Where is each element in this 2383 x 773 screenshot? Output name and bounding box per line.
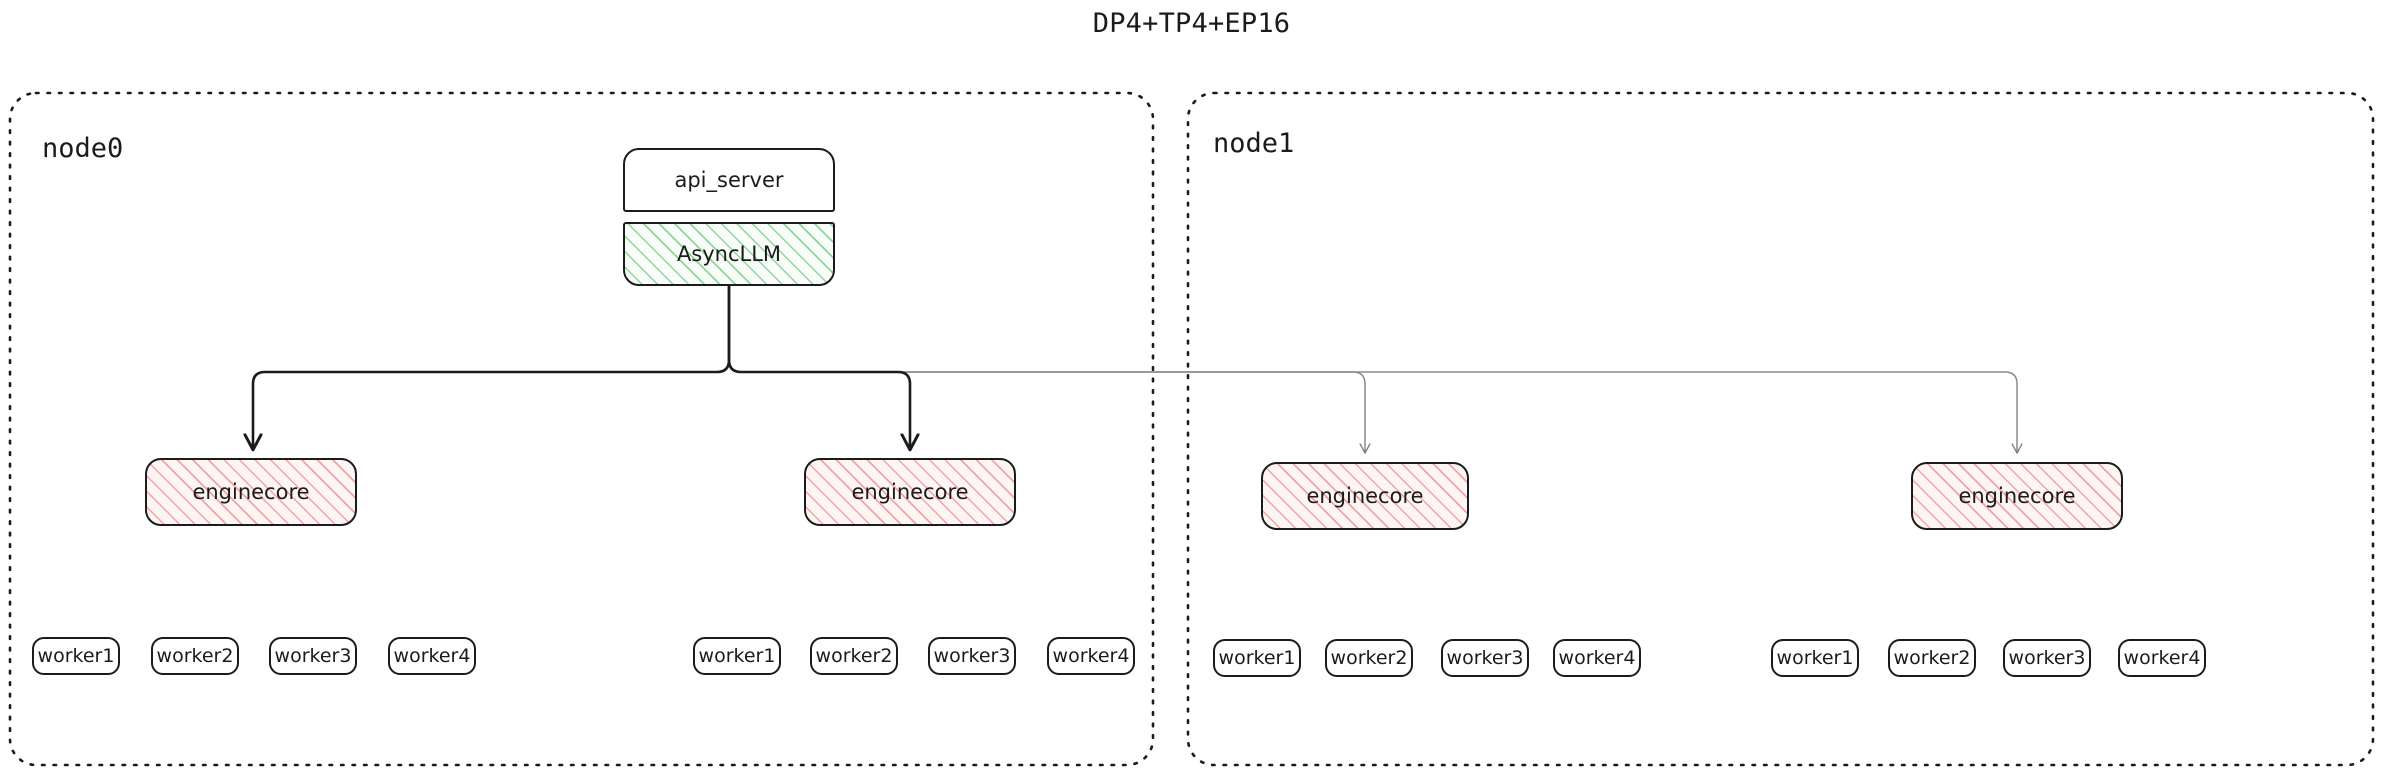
edge-async-to-enginecore-0	[253, 284, 731, 448]
node-worker-g0-4[interactable]: worker4	[388, 637, 476, 675]
node-worker-g0-2[interactable]: worker2	[151, 637, 239, 675]
node-enginecore-2[interactable]: enginecore	[1261, 462, 1469, 530]
cluster-frame-node1	[1186, 91, 2375, 767]
node-worker-g2-1[interactable]: worker1	[1213, 639, 1301, 677]
node-worker-g3-3[interactable]: worker3	[2003, 639, 2091, 677]
cluster-label-node1: node1	[1213, 128, 1295, 159]
node-enginecore-0[interactable]: enginecore	[145, 458, 357, 526]
edge-async-to-enginecore-1	[727, 284, 910, 448]
node-async-llm[interactable]: AsyncLLM	[623, 222, 835, 286]
node-worker-g3-2[interactable]: worker2	[1888, 639, 1976, 677]
node-enginecore-1[interactable]: enginecore	[804, 458, 1016, 526]
node-worker-g1-3[interactable]: worker3	[928, 637, 1016, 675]
node-worker-g0-3[interactable]: worker3	[269, 637, 357, 675]
node-worker-g0-1[interactable]: worker1	[32, 637, 120, 675]
node-worker-g2-3[interactable]: worker3	[1441, 639, 1529, 677]
node-worker-g3-1[interactable]: worker1	[1771, 639, 1859, 677]
diagram-title: DP4+TP4+EP16	[1092, 8, 1291, 39]
node-worker-g3-4[interactable]: worker4	[2118, 639, 2206, 677]
node-worker-g1-2[interactable]: worker2	[810, 637, 898, 675]
node-api-server[interactable]: api_server	[623, 148, 835, 212]
node-worker-g1-4[interactable]: worker4	[1047, 637, 1135, 675]
node-enginecore-3[interactable]: enginecore	[1911, 462, 2123, 530]
node-worker-g2-2[interactable]: worker2	[1325, 639, 1413, 677]
edge-async-to-enginecore-3	[728, 285, 2017, 452]
node-worker-g2-4[interactable]: worker4	[1553, 639, 1641, 677]
cluster-frame-node0	[8, 91, 1155, 767]
edge-async-to-enginecore-2	[728, 285, 1365, 452]
cluster-label-node0: node0	[42, 133, 124, 164]
node-worker-g1-1[interactable]: worker1	[693, 637, 781, 675]
